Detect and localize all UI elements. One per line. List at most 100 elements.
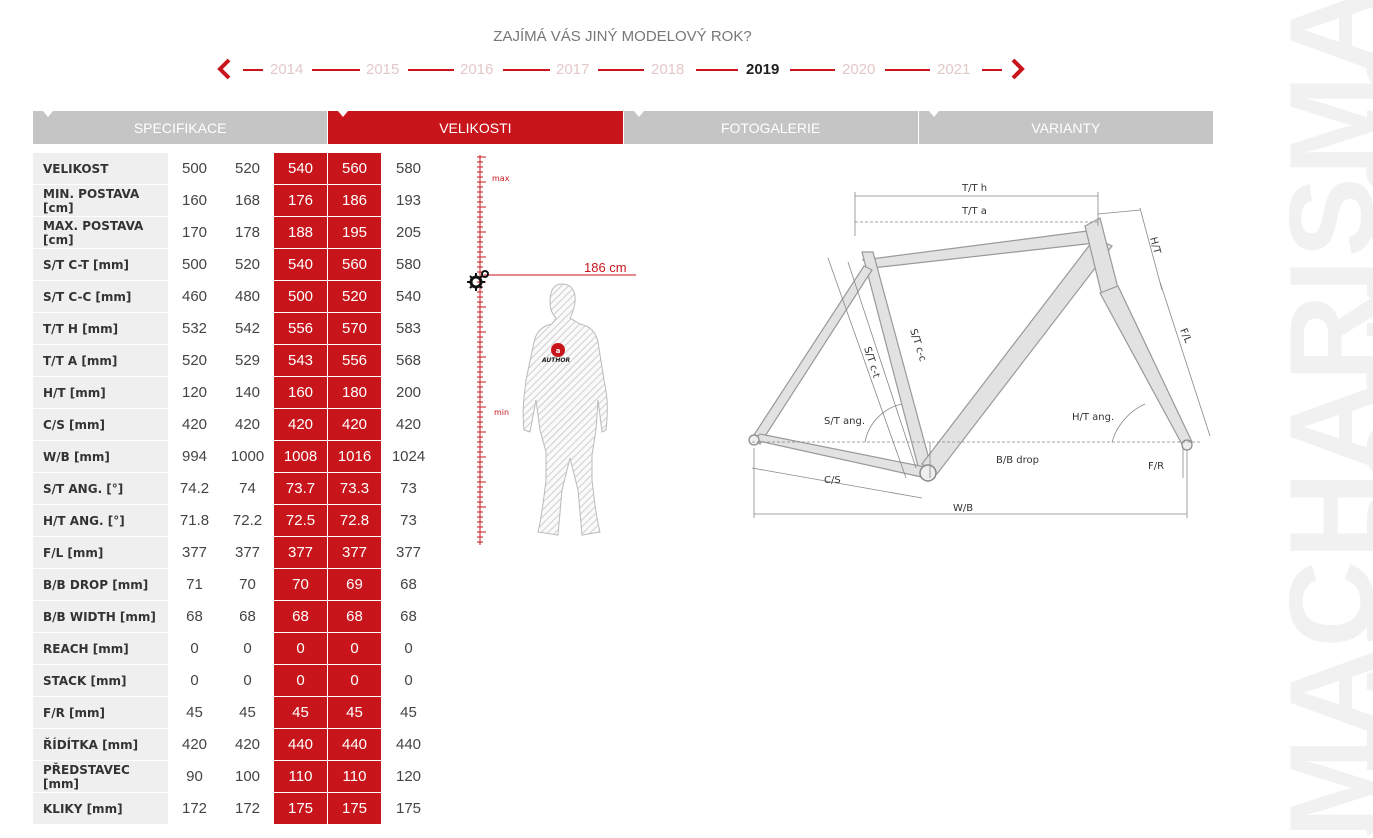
diagram-label-tt-a: T/T a bbox=[961, 206, 987, 217]
table-cell: 570 bbox=[328, 313, 382, 345]
row-label: ŘÍDÍTKA [mm] bbox=[33, 729, 168, 761]
table-cell: 175 bbox=[274, 793, 328, 825]
table-cell: 160 bbox=[168, 185, 221, 217]
year-2015[interactable]: 2015 bbox=[366, 61, 400, 78]
rider-silhouette: a AUTHOR bbox=[510, 280, 620, 546]
diagram-label-st-cc: S/T c-c bbox=[907, 328, 928, 363]
svg-text:a: a bbox=[556, 347, 561, 355]
table-cell: 188 bbox=[274, 217, 328, 249]
diagram-label-ht-ang: H/T ang. bbox=[1072, 412, 1114, 423]
next-year-arrow[interactable] bbox=[1010, 58, 1026, 86]
table-cell: 69 bbox=[328, 569, 382, 601]
year-2018[interactable]: 2018 bbox=[651, 61, 685, 78]
table-cell: 71 bbox=[168, 569, 221, 601]
table-cell: 532 bbox=[168, 313, 221, 345]
table-cell: 73.7 bbox=[274, 473, 328, 505]
table-cell: 556 bbox=[274, 313, 328, 345]
table-cell: 460 bbox=[168, 281, 221, 313]
frame-geometry-diagram: T/T h T/T a H/T F/L S/T c-t S/T c-c S/T … bbox=[740, 178, 1220, 527]
row-label: T/T H [mm] bbox=[33, 313, 168, 345]
tab-velikosti[interactable]: VELIKOSTI bbox=[328, 111, 623, 144]
table-cell: 520 bbox=[328, 281, 382, 313]
diagram-label-st-ang: S/T ang. bbox=[824, 416, 865, 427]
row-label: S/T C-T [mm] bbox=[33, 249, 168, 281]
year-2019[interactable]: 2019 bbox=[746, 61, 780, 78]
table-cell: 71.8 bbox=[168, 505, 221, 537]
row-label: REACH [mm] bbox=[33, 633, 168, 665]
table-cell: 73 bbox=[382, 473, 435, 505]
year-2021[interactable]: 2021 bbox=[937, 61, 971, 78]
table-cell: 377 bbox=[221, 537, 274, 569]
height-slider-handle[interactable] bbox=[466, 269, 492, 299]
row-label: VELIKOST bbox=[33, 153, 168, 185]
table-cell: 45 bbox=[382, 697, 435, 729]
table-cell: 0 bbox=[168, 665, 221, 697]
table-cell: 45 bbox=[328, 697, 382, 729]
table-cell: 0 bbox=[382, 633, 435, 665]
table-cell: 73 bbox=[382, 505, 435, 537]
fork bbox=[1099, 285, 1193, 449]
diagram-label-tt-h: T/T h bbox=[961, 183, 987, 194]
row-label: H/T ANG. [°] bbox=[33, 505, 168, 537]
year-2016[interactable]: 2016 bbox=[460, 61, 494, 78]
table-cell: 377 bbox=[168, 537, 221, 569]
table-cell: 0 bbox=[221, 633, 274, 665]
table-cell: 377 bbox=[382, 537, 435, 569]
table-cell: 540 bbox=[274, 153, 328, 185]
table-cell: 420 bbox=[274, 409, 328, 441]
row-label: KLIKY [mm] bbox=[33, 793, 168, 825]
table-cell: 500 bbox=[168, 249, 221, 281]
table-cell: 73.3 bbox=[328, 473, 382, 505]
chevron-left-icon bbox=[217, 58, 231, 80]
table-cell: 560 bbox=[328, 249, 382, 281]
tab-bar: SPECIFIKACE VELIKOSTI FOTOGALERIE VARIAN… bbox=[33, 111, 1213, 144]
table-cell: 480 bbox=[221, 281, 274, 313]
table-cell: 68 bbox=[382, 569, 435, 601]
table-cell: 172 bbox=[221, 793, 274, 825]
table-cell: 556 bbox=[328, 345, 382, 377]
row-label: S/T C-C [mm] bbox=[33, 281, 168, 313]
table-cell: 45 bbox=[274, 697, 328, 729]
table-cell: 193 bbox=[382, 185, 435, 217]
table-cell: 200 bbox=[382, 377, 435, 409]
table-cell: 580 bbox=[382, 153, 435, 185]
row-label: C/S [mm] bbox=[33, 409, 168, 441]
diagram-label-cs: C/S bbox=[824, 475, 841, 486]
tab-specifikace[interactable]: SPECIFIKACE bbox=[33, 111, 328, 144]
tab-fotogalerie[interactable]: FOTOGALERIE bbox=[623, 111, 918, 144]
table-cell: 500 bbox=[168, 153, 221, 185]
row-label: PŘEDSTAVEC [mm] bbox=[33, 761, 168, 793]
year-2017[interactable]: 2017 bbox=[556, 61, 590, 78]
year-2020[interactable]: 2020 bbox=[842, 61, 876, 78]
year-2014[interactable]: 2014 bbox=[270, 61, 304, 78]
table-cell: 1024 bbox=[382, 441, 435, 473]
table-cell: 90 bbox=[168, 761, 221, 793]
current-height-label: 186 cm bbox=[584, 260, 627, 275]
year-timeline-lines bbox=[50, 69, 1190, 71]
prev-year-arrow[interactable] bbox=[216, 58, 232, 86]
table-cell: 420 bbox=[221, 729, 274, 761]
row-label: H/T [mm] bbox=[33, 377, 168, 409]
row-label: S/T ANG. [°] bbox=[33, 473, 168, 505]
table-cell: 377 bbox=[328, 537, 382, 569]
table-cell: 583 bbox=[382, 313, 435, 345]
table-cell: 170 bbox=[168, 217, 221, 249]
diagram-label-ht: H/T bbox=[1147, 236, 1162, 256]
watermark-text-2: YEAR BOOK 2019 bbox=[1349, 39, 1373, 838]
top-tube bbox=[861, 229, 1106, 269]
table-cell: 580 bbox=[382, 249, 435, 281]
tab-varianty[interactable]: VARIANTY bbox=[918, 111, 1213, 144]
